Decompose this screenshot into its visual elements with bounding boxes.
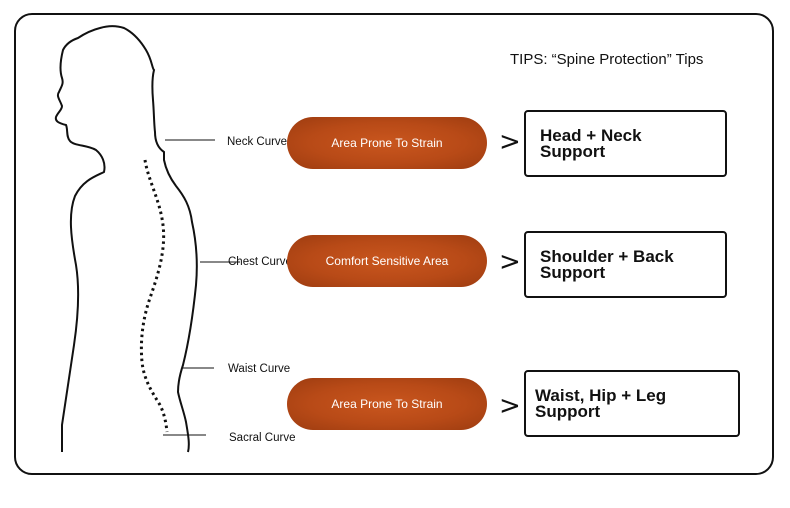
arrow-neck: >: [499, 127, 521, 157]
support-box-shoulder-back: Shoulder + Back Support: [524, 231, 727, 298]
support-box-line1: Shoulder + Back: [540, 246, 674, 266]
area-pill-chest: Comfort Sensitive Area: [287, 235, 487, 287]
support-box-waist-hip-leg: Waist, Hip + Leg Support: [524, 370, 740, 437]
support-box-head-neck: Head + Neck Support: [524, 110, 727, 177]
waist-curve-label: Waist Curve: [228, 363, 291, 375]
neck-curve-label: Neck Curve: [227, 136, 288, 148]
tips-title: TIPS: “Spine Protection” Tips: [510, 51, 704, 68]
diagram-frame: [14, 13, 774, 475]
arrow-chest: >: [499, 247, 521, 277]
chest-curve-label: Chest Curve: [228, 256, 292, 268]
sacral-curve-label: Sacral Curve: [229, 432, 296, 444]
arrow-waist: >: [499, 391, 521, 421]
spine-dotted: [139, 159, 169, 433]
area-pill-neck: Area Prone To Strain: [287, 117, 487, 169]
body-outline: [54, 25, 198, 453]
support-box-line2: Support: [535, 401, 601, 421]
area-pill-waist: Area Prone To Strain: [287, 378, 487, 430]
support-box-line2: Support: [540, 141, 606, 161]
support-box-line1: Waist, Hip + Leg: [535, 385, 667, 405]
support-box-line1: Head + Neck: [540, 125, 642, 145]
support-box-line2: Support: [540, 262, 606, 282]
